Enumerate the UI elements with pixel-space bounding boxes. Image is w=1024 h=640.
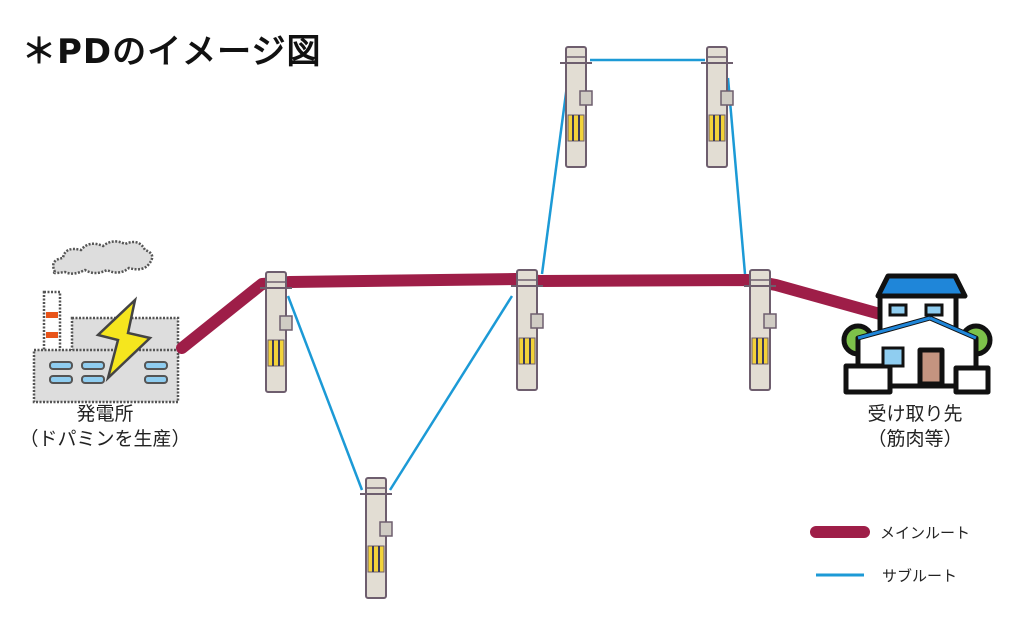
utility-pole-icon: [701, 46, 734, 168]
utility-pole-icon: [260, 271, 293, 393]
page-title: ＊PDのイメージ図: [22, 32, 322, 72]
sub-route-lines: [286, 58, 747, 491]
destination-note: （筋肉等）: [867, 428, 963, 450]
house-icon: [841, 273, 993, 395]
utility-pole-icon: [560, 46, 593, 168]
destination-name: 受け取り先: [867, 403, 963, 425]
utility-pole-icon: [511, 269, 544, 391]
destination-label: 受け取り先 （筋肉等）: [840, 402, 990, 452]
legend-sub-route-label: サブルート: [882, 567, 958, 585]
utility-pole-icon: [360, 477, 393, 599]
utility-pole-icon: [744, 269, 777, 391]
lightning-icon: [95, 296, 153, 382]
legend-main-route-label: メインルート: [880, 524, 971, 542]
power-plant-label: 発電所 （ドパミンを生産）: [0, 402, 210, 452]
power-plant-name: 発電所: [76, 403, 134, 425]
power-plant-note: （ドパミンを生産）: [19, 428, 191, 450]
